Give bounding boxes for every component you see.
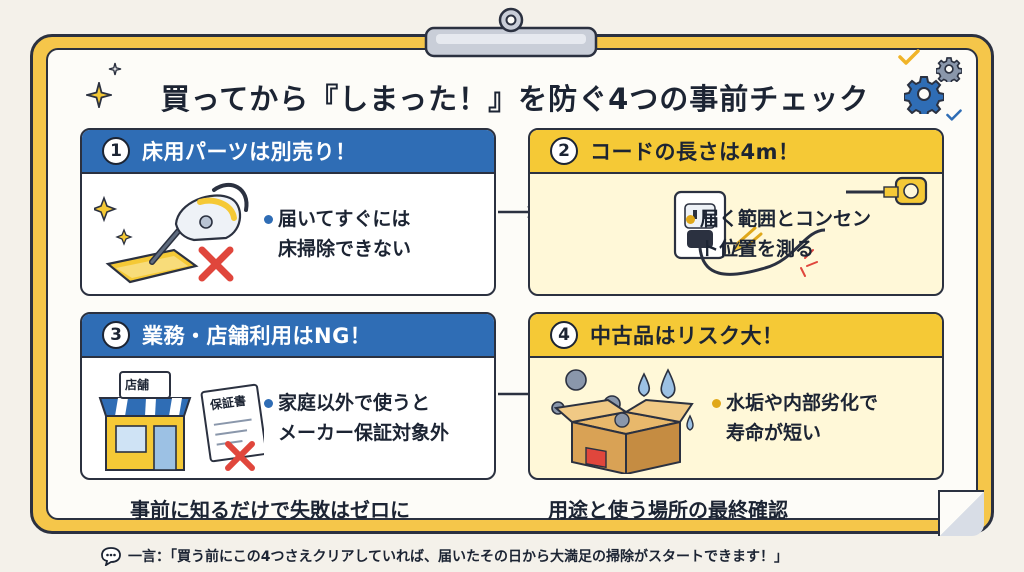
clipboard-clip (420, 6, 602, 60)
card-line-1: 届く範囲とコンセン (700, 208, 872, 230)
blue-check-icon (946, 109, 962, 121)
card-description: 水垢や内部劣化で 寿命が短い (712, 388, 940, 448)
card-line-2: 寿命が短い (726, 422, 822, 444)
card-title: 業務・店舗利用はNG！ (142, 324, 372, 348)
store-sign-label: 店舗 (125, 378, 150, 392)
gear-icon (904, 76, 944, 114)
card-line-1: 家庭以外で使うと (278, 392, 431, 414)
one-word-comment: 一言：「買う前にこの4つさえクリアしていれば、届いたその日から大満足の掃除がスタ… (100, 544, 924, 568)
card-line-1: 届いてすぐには (278, 208, 411, 230)
check-card-cord-length: 2 コードの長さは4m！ 届く範囲とコンセン ト位置を測る (528, 128, 944, 296)
bullet-dot (712, 399, 721, 408)
card-number: 2 (550, 137, 578, 165)
used-box-icon (551, 368, 694, 474)
bullet-dot (264, 399, 273, 408)
card-line-2: 床掃除できない (278, 238, 412, 260)
card-line-1: 水垢や内部劣化で (726, 392, 879, 414)
small-gear-icon (936, 57, 962, 82)
card-header: 4 中古品はリスク大！ (530, 314, 942, 358)
page-curl (938, 490, 984, 536)
card-description: 家庭以外で使うと メーカー保証対象外 (264, 388, 492, 448)
card-title: 中古品はリスク大！ (590, 324, 784, 348)
page-title: 買ってから『しまった！』を防ぐ4つの事前チェック (160, 82, 870, 116)
card-title: 床用パーツは別売り！ (142, 140, 357, 164)
handheld-vacuum-icon (94, 182, 249, 284)
check-card-used-goods: 4 中古品はリスク大！ 水垢や内部劣化で 寿命が短い (528, 312, 944, 480)
bullet-dot (264, 215, 273, 224)
store-icon (98, 371, 264, 471)
card-number: 1 (102, 137, 130, 165)
card-header: 2 コードの長さは4m！ (530, 130, 942, 174)
footer-message-left: 事前に知るだけで失敗はゼロに (130, 498, 410, 522)
check-card-floor-parts: 1 床用パーツは別売り！ 届いてすぐには 床掃除できない (80, 128, 496, 296)
small-sparkle-icon (108, 62, 122, 76)
card-title: コードの長さは4m！ (590, 140, 800, 164)
footer-message-right: 用途と使う場所の最終確認 (548, 498, 788, 522)
card-line-2: ト位置を測る (700, 238, 815, 260)
outlet-and-cord-icon (673, 190, 826, 277)
card-number: 4 (550, 321, 578, 349)
card-description: 届いてすぐには 床掃除できない (264, 204, 492, 264)
check-card-business-use: 3 業務・店舗利用はNG！ 店舗 (80, 312, 496, 480)
sparkle-icon (86, 82, 112, 108)
card-description: 届く範囲とコンセン ト位置を測る (686, 204, 940, 264)
tape-measure-icon (846, 176, 928, 206)
card-header: 3 業務・店舗利用はNG！ (82, 314, 494, 358)
speech-bubble-icon (101, 547, 121, 566)
one-word-text: 一言：「買う前にこの4つさえクリアしていれば、届いたその日から大満足の掃除がスタ… (128, 549, 789, 565)
bullet-dot (686, 215, 695, 224)
check-icon (898, 49, 920, 65)
card-line-2: メーカー保証対象外 (278, 422, 450, 444)
card-header: 1 床用パーツは別売り！ (82, 130, 494, 174)
card-number: 3 (102, 321, 130, 349)
